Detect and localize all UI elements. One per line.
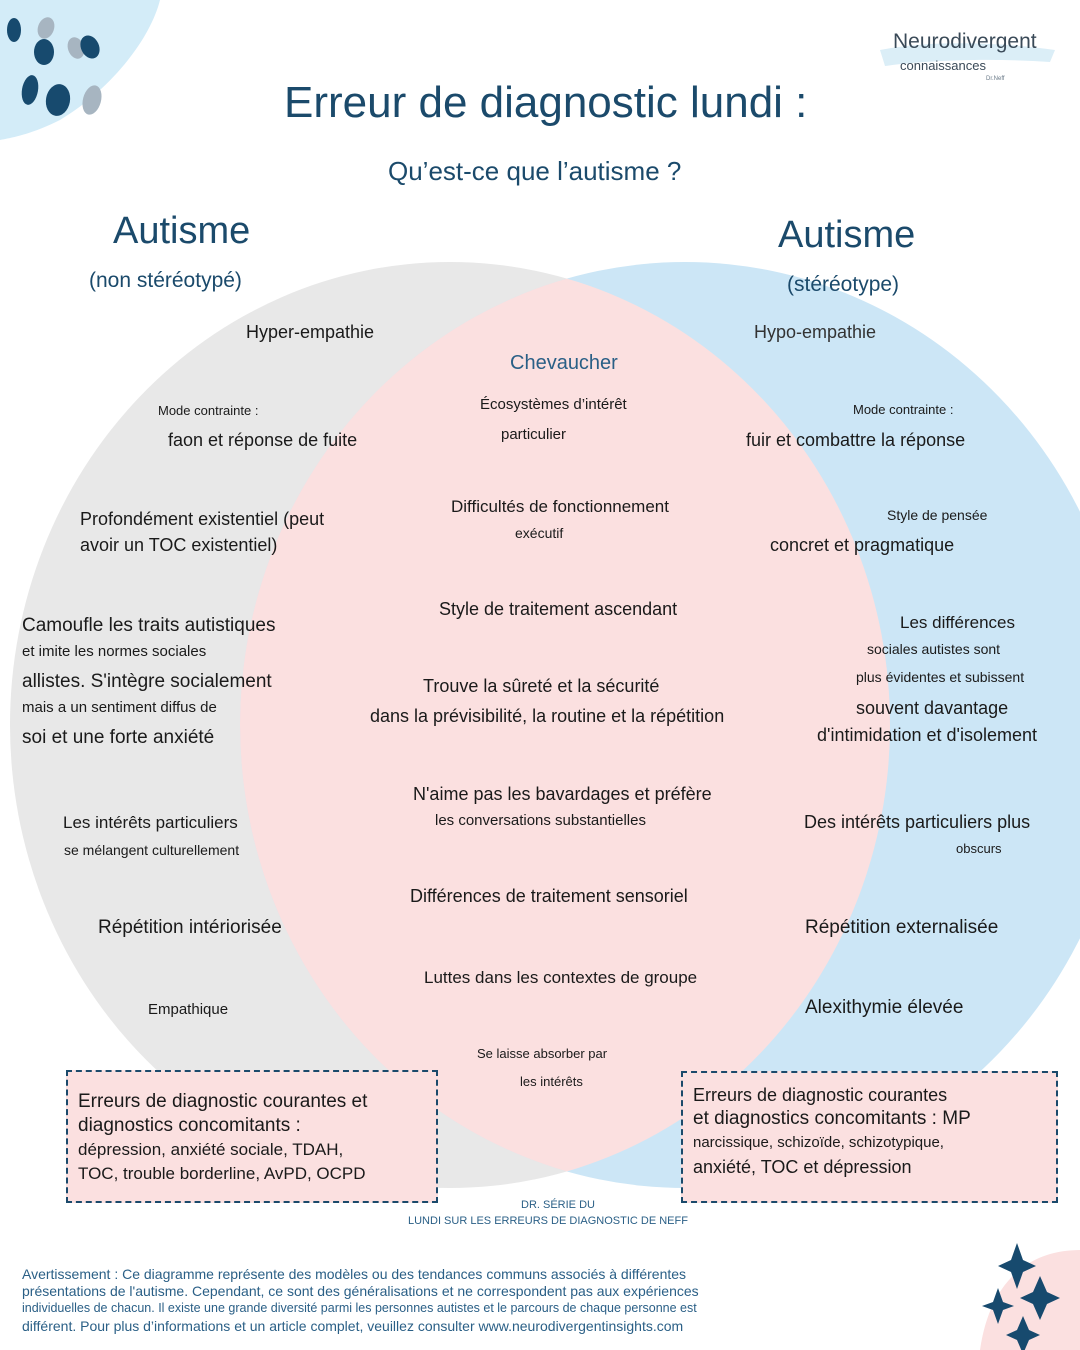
right-title: Autisme [778,214,916,256]
dot [80,35,100,59]
disclaimer: Avertissement : Ce diagramme représente … [22,1266,962,1335]
left-mode-value: faon et réponse de fuite [168,430,358,450]
overlap-bottom-up: Style de traitement ascendant [439,599,678,619]
right-interests-1: Des intérêts particuliers plus [804,812,1031,832]
overlap-talk-1: N'aime pas les bavardages et préfère [413,784,712,804]
right-mode-label: Mode contrainte : [853,402,954,417]
right-diff-3: plus évidentes et subissent [856,669,1025,685]
dot [82,85,102,115]
disclaimer-line-3: individuelles de chacun. Il existe une g… [22,1301,697,1315]
page-title: Erreur de diagnostic lundi : [284,78,808,127]
right-repetition: Répétition externalisée [805,917,999,938]
dot [7,18,21,42]
brand-name: Neurodivergent [893,30,1037,53]
brand-author: Dr.Neff [986,76,1005,82]
overlap-eco-1: Écosystèmes d’intérêt [480,396,627,413]
right-alexithymia: Alexithymie élevée [805,997,964,1018]
overlap-title: Chevaucher [510,352,618,374]
left-title: Autisme [113,210,251,252]
overlap-exec-1: Difficultés de fonctionnement [451,497,669,516]
disclaimer-line-4: différent. Pour plus d’informations et u… [22,1318,684,1334]
overlap-absorb-1: Se laisse absorber par [477,1046,608,1061]
left-misdiagnosis-box: Erreurs de diagnostic courantes et diagn… [66,1070,438,1203]
left-existential-2: avoir un TOC existentiel) [80,535,278,555]
right-subtitle: (stéréotype) [787,273,900,296]
left-box-line-4: TOC, trouble borderline, AvPD, OCPD [78,1164,366,1183]
overlap-groups: Luttes dans les contextes de groupe [424,968,698,987]
right-box-line-1: Erreurs de diagnostic courantes [693,1085,948,1105]
overlap-safety-2: dans la prévisibilité, la routine et la … [370,706,725,726]
star-icon [998,1243,1036,1289]
decorative-dots [7,17,102,116]
brand-subtitle: connaissances [900,58,986,73]
left-empathic: Empathique [148,1001,229,1018]
left-box-line-2: diagnostics concomitants : [78,1115,301,1136]
star-icon [1006,1316,1040,1350]
right-diff-1: Les différences [900,613,1015,632]
right-diff-2: sociales autistes sont [867,641,1001,657]
right-interests-2: obscurs [956,841,1002,856]
right-mode-value: fuir et combattre la réponse [746,430,966,450]
dot [67,37,85,59]
star-icon [982,1288,1014,1324]
dot [21,75,39,105]
right-diff-4: souvent davantage [856,698,1009,718]
left-mode-label: Mode contrainte : [158,403,259,418]
left-repetition: Répétition intériorisée [98,917,282,938]
star-icon [1020,1276,1060,1320]
left-empathy: Hyper-empathie [246,322,375,342]
left-subtitle: (non stéréotypé) [89,269,242,292]
right-diff-5: d'intimidation et d'isolement [817,725,1037,745]
disclaimer-line-1: Avertissement : Ce diagramme représente … [22,1266,687,1282]
overlap-talk-2: les conversations substantielles [435,812,646,829]
right-box-line-3: narcissique, schizoïde, schizotypique, [693,1134,944,1151]
overlap-sensory: Différences de traitement sensoriel [410,886,688,906]
page-subtitle: Qu’est-ce que l’autisme ? [388,156,682,186]
right-box-line-4: anxiété, TOC et dépression [693,1157,912,1177]
dot [45,84,71,116]
left-box-line-1: Erreurs de diagnostic courantes et [78,1091,368,1112]
right-thinking-value: concret et pragmatique [770,535,955,555]
series-line-2: LUNDI SUR LES ERREURS DE DIAGNOSTIC DE N… [408,1215,688,1227]
right-box-line-2: et diagnostics concomitants : MP [693,1108,971,1129]
left-camo-1: Camoufle les traits autistiques [22,615,276,636]
right-thinking-label: Style de pensée [887,507,988,523]
left-camo-3: allistes. S'intègre socialement [22,671,272,692]
overlap-safety-1: Trouve la sûreté et la sécurité [423,676,660,696]
left-interests-2: se mélangent culturellement [64,842,240,858]
right-misdiagnosis-box: Erreurs de diagnostic courantes et diagn… [681,1071,1058,1203]
dot [34,39,54,65]
stars [982,1243,1060,1350]
overlap-exec-2: exécutif [515,525,564,541]
left-box-line-3: dépression, anxiété sociale, TDAH, [78,1140,344,1159]
corner-blob-top-left [0,0,160,140]
left-camo-5: soi et une forte anxiété [22,727,215,748]
overlap-eco-2: particulier [501,426,567,443]
overlap-region [240,262,890,1188]
left-camo-2: et imite les normes sociales [22,643,207,660]
left-interests-1: Les intérêts particuliers [63,813,238,832]
brand-swash [880,43,1055,66]
series-line-1: DR. SÉRIE DU [521,1199,595,1211]
left-existential-1: Profondément existentiel (peut [80,509,325,529]
right-empathy: Hypo-empathie [754,322,877,342]
overlap-absorb-2: les intérêts [520,1074,583,1089]
left-camo-4: mais a un sentiment diffus de [22,699,217,716]
dot [37,17,55,39]
disclaimer-line-2: présentations de l'autisme. Cependant, c… [22,1283,699,1299]
